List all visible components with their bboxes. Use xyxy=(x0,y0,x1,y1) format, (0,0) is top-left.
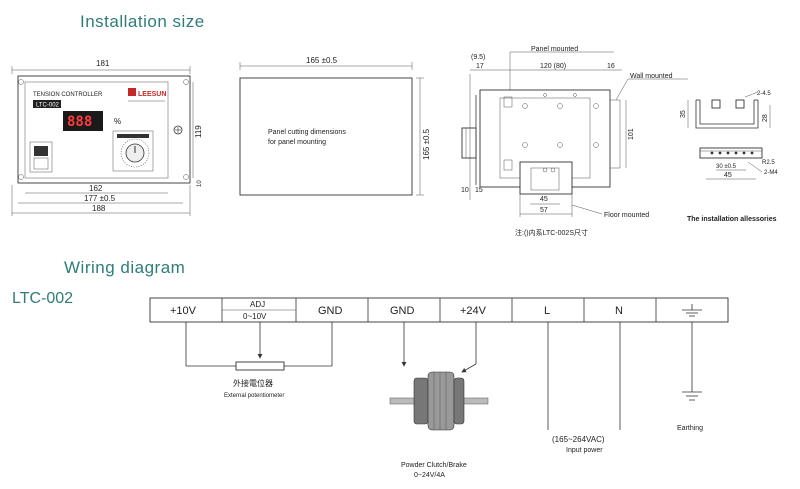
side-dim-45: 45 xyxy=(540,196,548,203)
cutout-dim-width: 165 ±0.5 xyxy=(306,56,338,65)
clutch-circuit: Powder Clutch/Brake 0~24V/4A xyxy=(389,322,489,479)
potentiometer-label-cn: 外接電位器 xyxy=(233,378,273,388)
device-model-plate xyxy=(33,100,61,108)
device-model: LTC-002 xyxy=(36,103,60,109)
side-view: (9.5) 17 120 (80) 16 Panel mounted Wall … xyxy=(461,46,688,237)
power-circuit: (165~264VAC) Input power xyxy=(547,322,621,454)
device-title: TENSION CONTROLLER xyxy=(33,92,103,98)
front-view: 181 TENSION CONTROLLER LTC-002 LEESUN 88… xyxy=(11,59,203,216)
acc-bracket-bottom xyxy=(699,147,763,159)
acc-dim-28: 28 xyxy=(762,114,769,122)
brand-name: LEESUN xyxy=(138,91,166,98)
front-dim-162: 162 xyxy=(89,184,103,193)
front-dim-181: 181 xyxy=(96,59,110,68)
side-knob xyxy=(461,127,477,159)
model-label: LTC-002 xyxy=(12,290,74,307)
accessories-view: 2-4.5 35 28 R2.5 2-M4 30 ±0.5 45 The ins… xyxy=(680,91,778,223)
terminal-strip: +10V ADJ 0~10V GND GND +24V L N xyxy=(149,297,729,323)
front-dim-177: 177 ±0.5 xyxy=(84,194,116,203)
front-dim-188: 188 xyxy=(92,204,106,213)
front-dim-10: 10 xyxy=(197,180,203,187)
display-digits: 888 xyxy=(67,114,92,130)
acc-caption: The installation allessories xyxy=(687,216,777,223)
acc-dim-35: 35 xyxy=(680,110,687,118)
power-switch xyxy=(29,141,53,173)
terminal-adj: ADJ xyxy=(250,300,265,309)
earthing-label: Earthing xyxy=(677,425,703,432)
side-dim-10: 10 xyxy=(461,187,469,194)
side-dim-17: 17 xyxy=(476,63,484,70)
power-label: Input power xyxy=(566,447,603,454)
earthing-circuit: Earthing xyxy=(677,322,703,432)
terminal-plus24v: +24V xyxy=(460,305,487,317)
terminal-gnd-1: GND xyxy=(318,305,343,317)
side-dim-16: 16 xyxy=(607,63,615,70)
label-wall-mounted: Wall mounted xyxy=(630,73,673,80)
terminal-earth-icon xyxy=(682,304,702,317)
side-note: 注:()内系LTC-002S尺寸 xyxy=(515,228,588,237)
potentiometer-resistor xyxy=(235,361,285,371)
panel-cutout-view: 165 ±0.5 165 ±0.5 Panel cutting dimensio… xyxy=(239,56,431,196)
potentiometer-circuit: 外接電位器 External potentiometer xyxy=(185,322,333,399)
wiring-diagram-heading: Wiring diagram xyxy=(64,258,186,277)
terminal-l: L xyxy=(544,305,550,317)
terminal-adj-range: 0~10V xyxy=(243,312,267,321)
side-dim-15: 15 xyxy=(475,187,483,194)
label-floor-mounted: Floor mounted xyxy=(604,212,649,219)
side-dim-120: 120 (80) xyxy=(540,63,566,70)
acc-dim-2-m4: 2-M4 xyxy=(764,170,778,176)
acc-dim-45: 45 xyxy=(724,172,732,179)
front-inner-panel xyxy=(24,81,169,179)
knob-bezel xyxy=(112,130,154,172)
potentiometer-label-en: External potentiometer xyxy=(224,393,284,399)
seven-segment-display xyxy=(63,111,103,131)
side-dim-9-5: (9.5) xyxy=(471,54,485,61)
clutch-label-1: Powder Clutch/Brake xyxy=(401,462,467,469)
acc-dim-30: 30 ±0.5 xyxy=(716,164,737,170)
installation-size-heading: Installation size xyxy=(80,12,205,31)
clutch-label-2: 0~24V/4A xyxy=(414,472,445,479)
ground-screw-icon xyxy=(173,125,183,135)
acc-dim-2-4-5: 2-4.5 xyxy=(757,91,771,97)
front-dim-119: 119 xyxy=(194,125,203,138)
powder-clutch-icon xyxy=(389,371,489,431)
cutout-dim-height: 165 ±0.5 xyxy=(422,128,431,160)
side-dim-101: 101 xyxy=(628,128,635,140)
label-panel-mounted: Panel mounted xyxy=(531,46,578,53)
terminal-plus10v: +10V xyxy=(170,305,197,317)
acc-bracket-top xyxy=(695,100,759,129)
brand-logo-icon xyxy=(128,88,136,96)
front-outline xyxy=(17,75,191,184)
percent-sign: % xyxy=(114,117,121,126)
cutout-outline xyxy=(239,77,413,196)
side-dim-57: 57 xyxy=(540,207,548,214)
cutout-caption-2: for panel mounting xyxy=(268,139,326,146)
earth-symbol-icon xyxy=(682,391,702,401)
floor-bracket xyxy=(519,161,573,195)
wall-bracket xyxy=(609,99,621,169)
power-range: (165~264VAC) xyxy=(552,435,605,444)
terminal-gnd-2: GND xyxy=(390,305,415,317)
terminal-n: N xyxy=(615,305,623,317)
cutout-caption-1: Panel cutting dimensions xyxy=(268,129,346,136)
knob-scale xyxy=(120,138,150,168)
acc-dim-r2-5: R2.5 xyxy=(762,160,775,166)
